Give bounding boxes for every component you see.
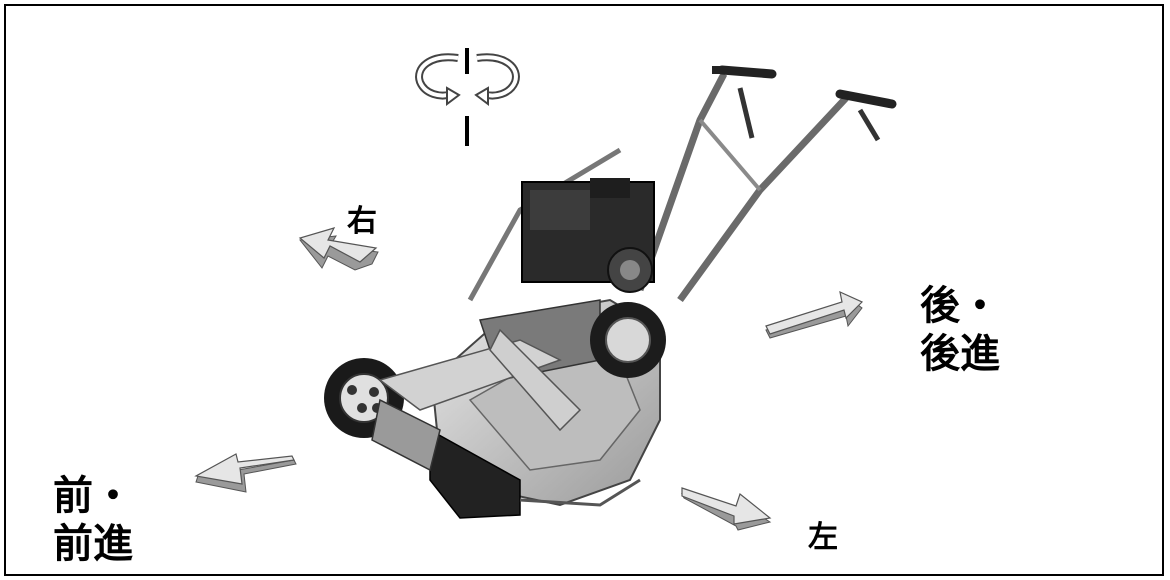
- arrow-right-icon: [298, 227, 379, 271]
- direction-label-left: 左: [808, 520, 838, 555]
- direction-label-right: 右: [347, 204, 377, 239]
- front-label-line1: 前・: [53, 473, 133, 519]
- arrow-front-icon: [194, 453, 297, 493]
- direction-label-rear: 後・ 後進: [920, 282, 1000, 378]
- rear-label-line2: 後進: [920, 331, 1000, 377]
- arrow-rear-icon: [765, 290, 864, 339]
- front-label-line2: 前進: [53, 521, 133, 567]
- rear-label-line1: 後・: [920, 283, 1000, 329]
- rotation-icon: [415, 48, 520, 146]
- arrow-left-icon: [680, 487, 772, 531]
- mower-machine-illustration: [324, 65, 897, 519]
- direction-label-front: 前・ 前進: [53, 472, 133, 568]
